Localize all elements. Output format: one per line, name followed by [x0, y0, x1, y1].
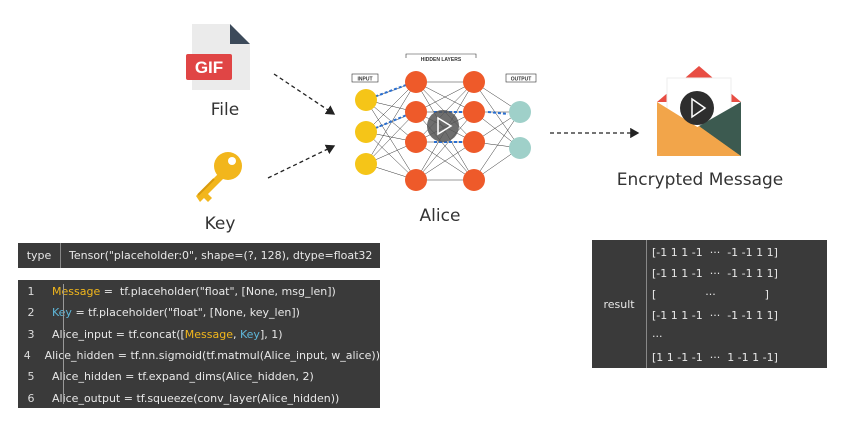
gif-file-icon: GIF	[184, 22, 254, 92]
type-value: Tensor("placeholder:0", shape=(?, 128), …	[69, 249, 373, 262]
output-node	[509, 137, 531, 159]
output-node	[509, 101, 531, 123]
input-node	[355, 89, 377, 111]
hidden-node	[463, 131, 485, 153]
result-row: [-1 1 1 -1 ··· -1 -1 1 1]	[652, 246, 778, 259]
input-layer-label: INPUT	[358, 77, 373, 83]
code-line: 5 Alice_hidden = tf.expand_dims(Alice_hi…	[27, 370, 314, 384]
input-node	[355, 121, 377, 143]
output-layer-label: OUTPUT	[511, 77, 532, 83]
dashed-arrows	[267, 73, 640, 179]
encrypted-message-label: Encrypted Message	[616, 170, 784, 190]
result-row: ···	[652, 330, 663, 343]
svg-text:GIF: GIF	[195, 58, 223, 77]
network-title: Alice	[419, 206, 461, 226]
type-info-box: type Tensor("placeholder:0", shape=(?, 1…	[18, 243, 380, 268]
result-row: [-1 1 1 -1 ··· -1 -1 1 1]	[652, 309, 778, 322]
hidden-node	[463, 101, 485, 123]
code-block: 1 Message = tf.placeholder("float", [Non…	[18, 280, 380, 408]
neural-network: INPUT HIDDEN LAYERS OUTPUT	[351, 53, 537, 191]
result-key: result	[592, 240, 647, 368]
code-line: 2 Key = tf.placeholder("float", [None, k…	[27, 306, 300, 320]
file-label: File	[210, 100, 240, 120]
hidden-node	[405, 169, 427, 191]
hidden-layers-label: HIDDEN LAYERS	[421, 57, 462, 63]
encrypted-envelope-icon	[655, 62, 743, 158]
file-arrow	[273, 73, 336, 115]
result-row: [-1 1 1 -1 ··· -1 -1 1 1]	[652, 267, 778, 280]
result-row: [ ··· ]	[652, 288, 769, 301]
hidden-node	[405, 71, 427, 93]
video-play-icon	[427, 110, 459, 142]
hidden-node	[463, 169, 485, 191]
code-line: 6 Alice_output = tf.squeeze(conv_layer(A…	[27, 391, 340, 405]
input-node	[355, 153, 377, 175]
key-label: Key	[204, 214, 236, 234]
type-key: type	[18, 243, 61, 268]
hidden-node	[405, 131, 427, 153]
hidden-node	[463, 71, 485, 93]
result-row: [1 1 -1 -1 ··· 1 -1 1 -1]	[652, 351, 778, 364]
code-line: 1 Message = tf.placeholder("float", [Non…	[27, 285, 336, 299]
code-line: 3 Alice_input = tf.concat([Message, Key]…	[27, 327, 283, 341]
key-icon	[190, 148, 248, 206]
hidden-node	[405, 101, 427, 123]
key-arrow	[267, 144, 336, 179]
result-box: result [-1 1 1 -1 ··· -1 -1 1 1] [-1 1 1…	[592, 240, 827, 368]
code-line: 4 Alice_hidden = tf.nn.sigmoid(tf.matmul…	[23, 349, 380, 363]
